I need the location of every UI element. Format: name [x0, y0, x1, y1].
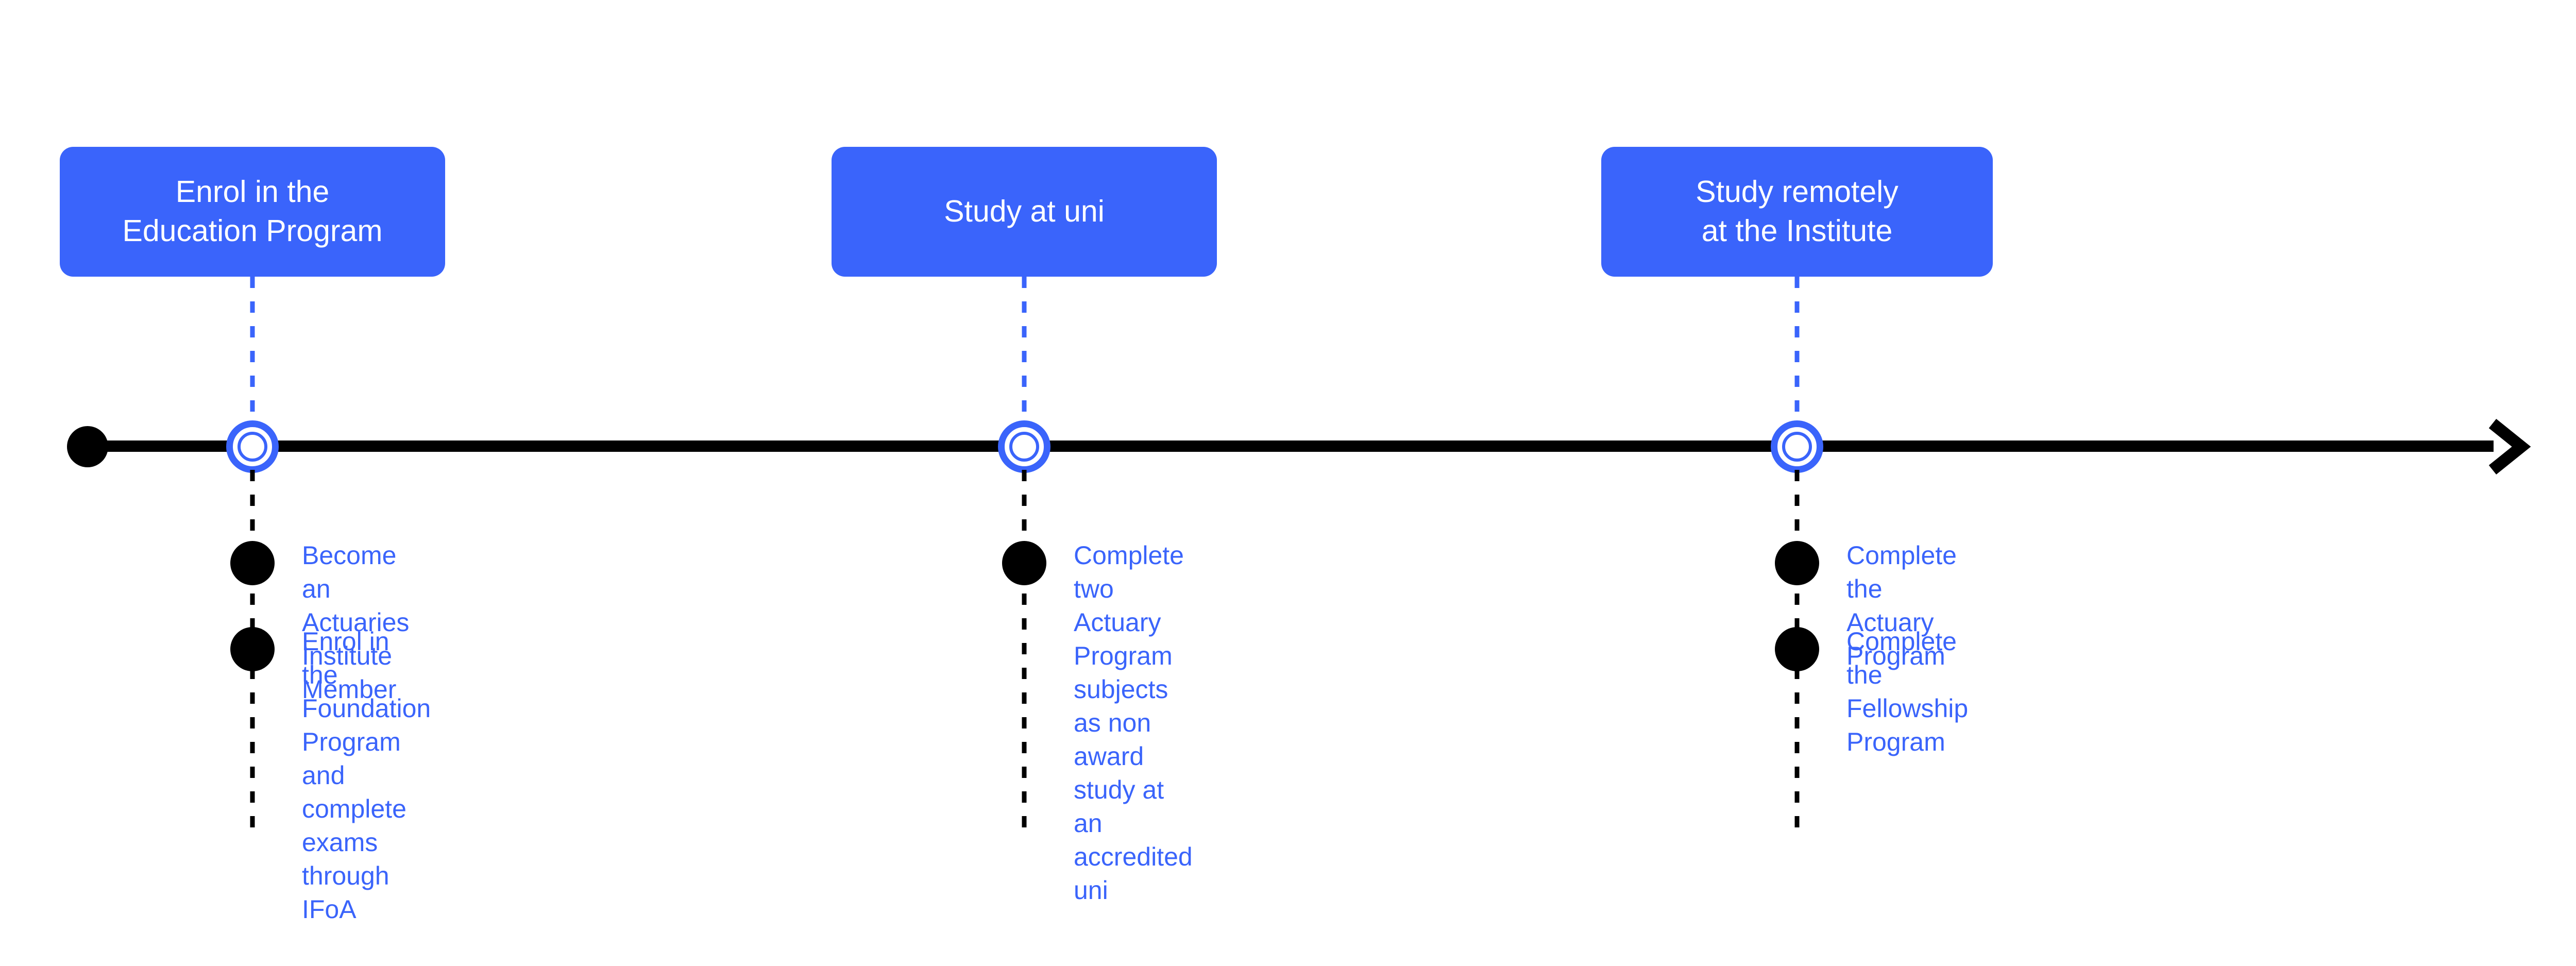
connector-line-blue	[250, 277, 255, 423]
bullet-dot-icon	[1775, 627, 1819, 671]
list-item-label: Complete two Actuary Program subjects as…	[1074, 541, 1193, 905]
timeline-arrowhead-icon	[2483, 418, 2540, 475]
bullet-dot-icon	[1775, 541, 1819, 585]
milestone-label-text: Study remotely at the Institute	[1696, 175, 1899, 248]
milestone-label-text: Enrol in the Education Program	[122, 175, 383, 248]
ring-inner	[1782, 432, 1812, 462]
connector-line-blue	[1794, 277, 1800, 423]
list-item-label: Complete the Actuary Program	[1846, 541, 1957, 670]
list-item-label: Complete the Fellowship Program	[1846, 627, 1969, 756]
list-item-label: Enrol in the Foundation Program and comp…	[302, 627, 431, 924]
bullet-dot-icon	[230, 627, 275, 671]
milestone-label-text: Study at uni	[944, 194, 1105, 229]
bullet-dot-icon	[230, 541, 275, 585]
milestone-label-box[interactable]: Study at uni	[832, 147, 1217, 277]
timeline-ring-marker-icon[interactable]	[226, 420, 279, 473]
milestone-label-box[interactable]: Enrol in the Education Program	[60, 147, 445, 277]
timeline-ring-marker-icon[interactable]	[1771, 420, 1823, 473]
milestone-label-box[interactable]: Study remotely at the Institute	[1601, 147, 1993, 277]
ring-inner	[238, 432, 267, 462]
ring-inner	[1009, 432, 1039, 462]
connector-line-blue	[1022, 277, 1027, 423]
timeline-axis-line	[88, 440, 2494, 452]
bullet-dot-icon	[1002, 541, 1046, 585]
list-item-label: Become an Actuaries Institute Member	[302, 541, 410, 704]
timeline-ring-marker-icon[interactable]	[998, 420, 1050, 473]
connector-line-black	[1022, 470, 1027, 831]
